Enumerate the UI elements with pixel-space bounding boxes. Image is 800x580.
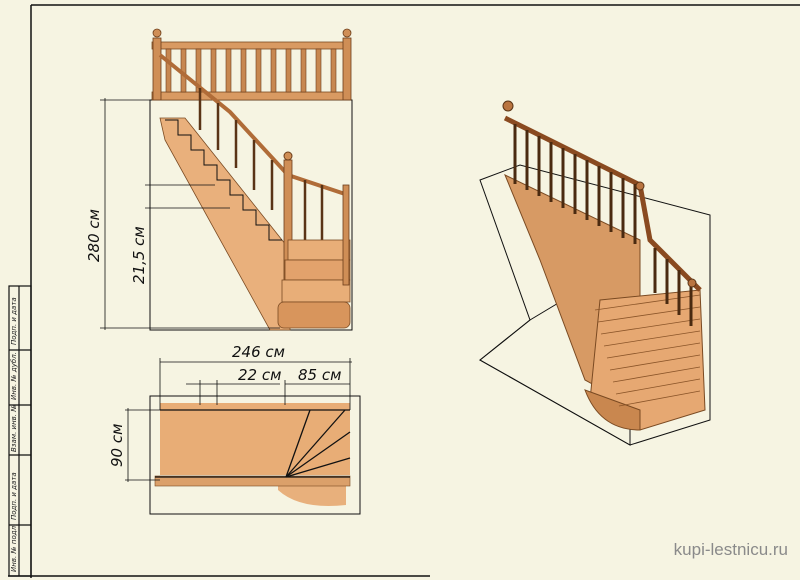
step-rise-dimension: 21,5 см: [130, 226, 148, 284]
stamp-cell: Инв. № подл.: [10, 524, 18, 572]
baluster: [300, 48, 307, 93]
stamp-cell: Взам. инв. №: [10, 404, 18, 452]
baluster: [165, 48, 172, 93]
iso-step-edge: [597, 306, 701, 323]
baluster: [315, 48, 322, 93]
height-dimension: 280 см: [85, 209, 103, 262]
stamp-cell: Подп. и дата: [10, 472, 18, 520]
baluster: [225, 48, 232, 93]
stamp-cell: Подп. и дата: [10, 297, 18, 345]
step-going-dimension: 22 см: [238, 366, 281, 384]
baluster: [285, 48, 292, 93]
baluster: [210, 48, 217, 93]
baluster: [255, 48, 262, 93]
stair-steps: [165, 119, 282, 241]
iso-step-edge: [609, 354, 701, 371]
baluster: [240, 48, 247, 93]
iso-step-edge: [618, 390, 701, 407]
isometric-view: [479, 100, 711, 446]
title-stamp: [8, 285, 32, 577]
iso-step-edge: [615, 378, 701, 395]
stamp-cell: Инв. № дубл.: [10, 352, 18, 400]
iso-step-edge: [600, 318, 701, 335]
width-dimension: 90 см: [108, 424, 126, 467]
plan-view: 246 см 22 см 85 см 90 см: [108, 343, 361, 515]
baluster: [195, 48, 202, 93]
winder-dimension: 85 см: [298, 366, 341, 384]
iso-step-edge: [594, 294, 701, 311]
length-dimension: 246 см: [232, 343, 285, 361]
baluster: [270, 48, 277, 93]
elevation-view: 280 см 21,5 см: [85, 28, 353, 331]
iso-step-edge: [612, 366, 701, 383]
iso-step-edge: [603, 330, 701, 347]
baluster: [330, 48, 337, 93]
website-watermark: kupi-lestnicu.ru: [673, 540, 788, 559]
iso-step-edge: [606, 342, 701, 359]
